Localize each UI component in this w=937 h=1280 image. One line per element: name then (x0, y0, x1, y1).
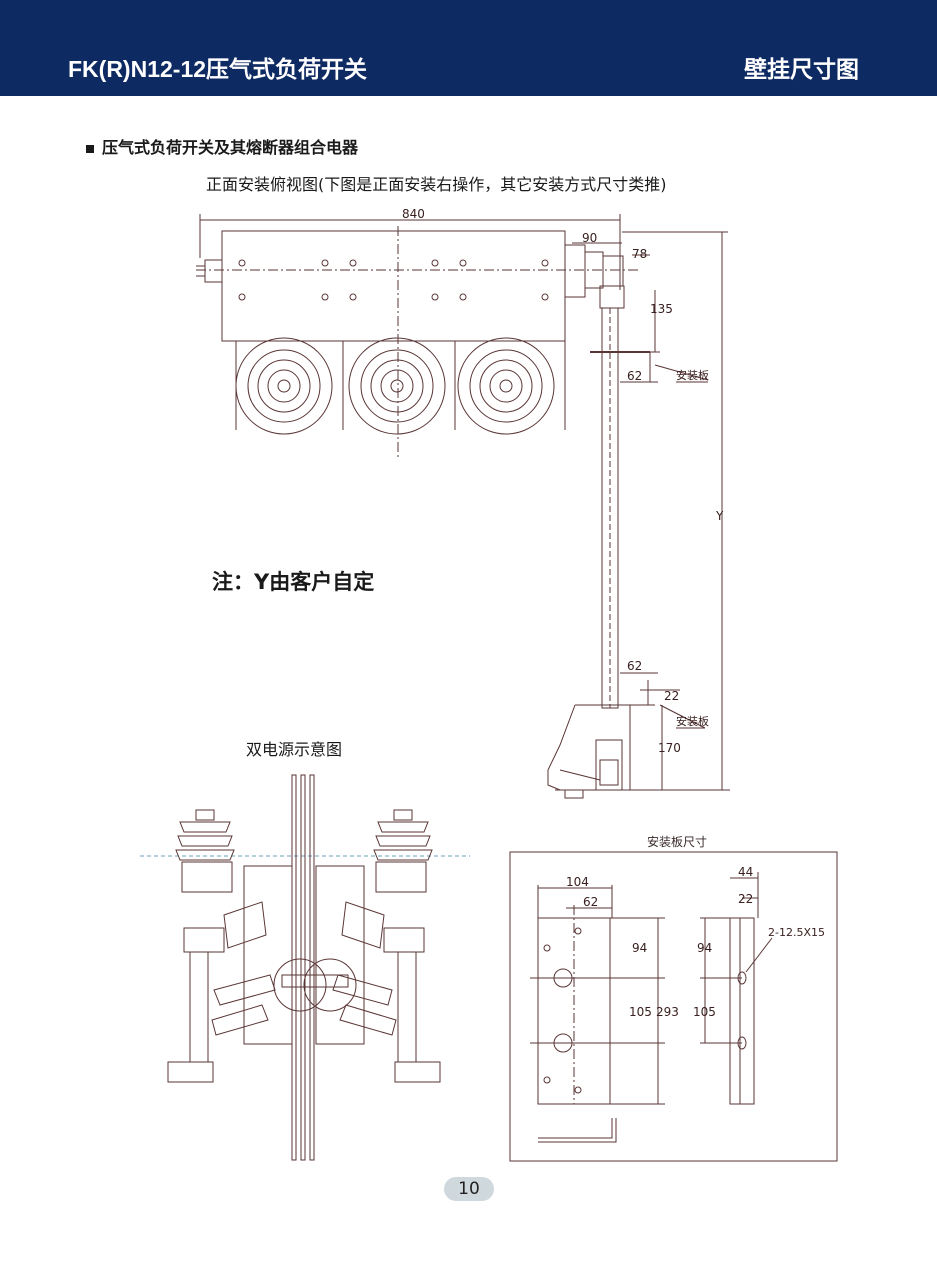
product-heading: 压气式负荷开关及其熔断器组合电器 (86, 134, 358, 158)
bullet-square-icon (86, 144, 94, 153)
dimension-labels: 840 90 78 135 62 安装板 Y 62 22 安装板 170 104… (402, 207, 825, 1019)
dim-94a: 94 (632, 941, 647, 955)
dim-78: 78 (632, 247, 647, 261)
dim-104: 104 (566, 875, 589, 889)
dual-power-caption: 双电源示意图 (246, 740, 343, 759)
product-heading-text: 压气式负荷开关及其熔断器组合电器 (102, 138, 359, 157)
plate-label-a: 安装板 (676, 368, 709, 382)
dim-840: 840 (402, 207, 425, 221)
hole-spec: 2-12.5X15 (768, 926, 825, 939)
dim-62b: 62 (627, 659, 642, 673)
dim-135: 135 (650, 302, 673, 316)
dim-293: 293 (656, 1005, 679, 1019)
dim-62: 62 (583, 895, 598, 909)
dim-44: 44 (738, 865, 753, 879)
note-text: 注：Y由客户自定 (212, 570, 375, 594)
dim-62a: 62 (627, 369, 642, 383)
dim-22: 22 (664, 689, 679, 703)
dim-y: Y (715, 509, 724, 523)
dim-94b: 94 (697, 941, 712, 955)
switch-top-view (196, 226, 655, 799)
plate-caption: 安装板尺寸 (647, 835, 708, 849)
dim-22b: 22 (738, 892, 753, 906)
section-title: 壁挂尺寸图 (744, 57, 859, 83)
dim-105a: 105 (629, 1005, 652, 1019)
dim-170: 170 (658, 741, 681, 755)
page-number: 10 (444, 1177, 494, 1201)
dim-90: 90 (582, 231, 597, 245)
top-dimensions (199, 214, 730, 791)
document-title: FK(R)N12-12压气式负荷开关 (68, 56, 368, 82)
view-caption: 正面安装俯视图(下图是正面安装右操作，其它安装方式尺寸类推) (206, 175, 667, 194)
plate-label-b: 安装板 (676, 714, 709, 728)
dim-105b: 105 (693, 1005, 716, 1019)
mounting-plate-drawing (509, 851, 838, 1162)
dual-power-diagram (140, 774, 470, 1161)
header-bar: FK(R)N12-12压气式负荷开关 壁挂尺寸图 (0, 0, 937, 96)
